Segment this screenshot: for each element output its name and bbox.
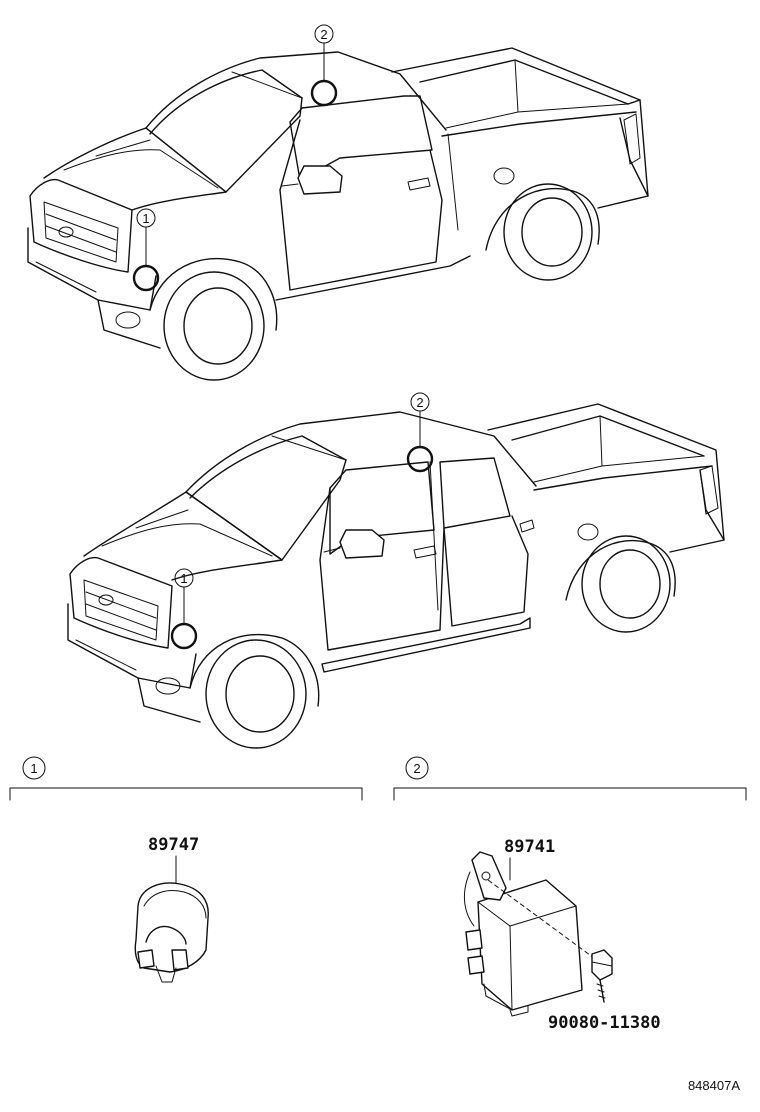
section-1-bracket bbox=[9, 787, 363, 801]
bolt-part-illustration bbox=[591, 949, 613, 1003]
section-1-label: 1 bbox=[30, 761, 37, 776]
callout-2-label-2: 2 bbox=[416, 395, 423, 410]
section-1: 1 89747 bbox=[9, 756, 363, 983]
ecu-part-illustration bbox=[464, 851, 595, 1017]
part-number-89741: 89741 bbox=[504, 837, 555, 857]
section-2: 2 89741 90080-11380 bbox=[393, 756, 747, 1033]
section-2-badge bbox=[405, 756, 429, 780]
section-2-bracket bbox=[393, 787, 747, 801]
sensor-part-illustration bbox=[134, 882, 209, 983]
part-number-89747: 89747 bbox=[148, 835, 199, 855]
callout-1-label-2: 1 bbox=[180, 571, 187, 586]
part-number-90080-11380: 90080-11380 bbox=[548, 1013, 661, 1033]
truck-regular-cab: 1 2 bbox=[27, 24, 649, 381]
section-1-badge bbox=[22, 756, 46, 780]
sensor-location-marker-2 bbox=[170, 622, 198, 650]
diagram-reference-code: 848407A bbox=[688, 1078, 740, 1093]
ecu-location-marker-2 bbox=[406, 445, 434, 473]
callout-2-label: 2 bbox=[320, 27, 327, 42]
section-2-label: 2 bbox=[413, 761, 420, 776]
truck-double-cab: 1 2 bbox=[67, 392, 725, 749]
callout-1-label: 1 bbox=[142, 211, 149, 226]
sensor-location-marker bbox=[132, 264, 160, 292]
ecu-location-marker bbox=[310, 79, 338, 107]
